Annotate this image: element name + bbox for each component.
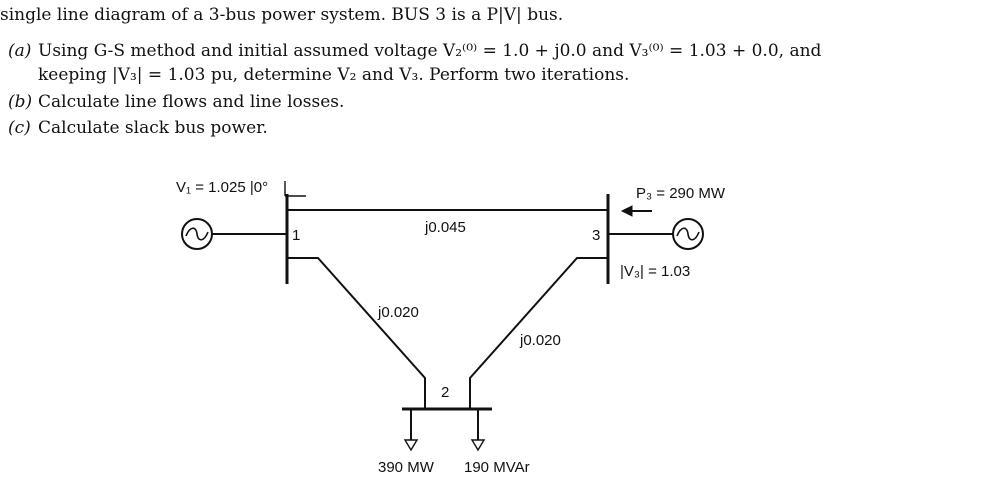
bus-3-label: 3 [592,227,600,244]
part-b-tag: (b) [8,92,33,112]
v3-magnitude-label: |V₃| = 1.03 [620,263,690,280]
part-c-text: Calculate slack bus power. [38,118,268,138]
part-a-line2: keeping |V₃| = 1.03 pu, determine V₂ and… [38,65,630,85]
load-q-label: 190 MVAr [464,459,530,476]
generator-icon [181,218,213,250]
line-1-3-impedance: j0.045 [424,219,466,236]
bus-2-label: 2 [441,384,449,401]
problem-intro: single line diagram of a 3-bus power sys… [0,5,564,25]
load-p-label: 390 MW [378,459,435,476]
line-1-2 [287,257,426,408]
injection-arrow-icon [620,205,652,217]
part-c-tag: (c) [8,118,31,138]
part-a-line1: Using G-S method and initial assumed vol… [38,41,822,61]
bus-1-label: 1 [292,227,300,244]
line-1-2-impedance: j0.020 [377,304,419,321]
p3-label: P₃ = 290 MW [636,185,726,202]
v1-label: V₁ = 1.025 |0° [176,179,268,196]
line-2-3 [469,257,608,408]
part-b-text: Calculate line flows and line losses. [38,92,345,112]
generator-icon [672,218,704,250]
load-arrow-icon [403,409,419,452]
load-arrow-icon [470,409,486,452]
part-a-tag: (a) [8,41,32,61]
line-2-3-impedance: j0.020 [519,332,561,349]
